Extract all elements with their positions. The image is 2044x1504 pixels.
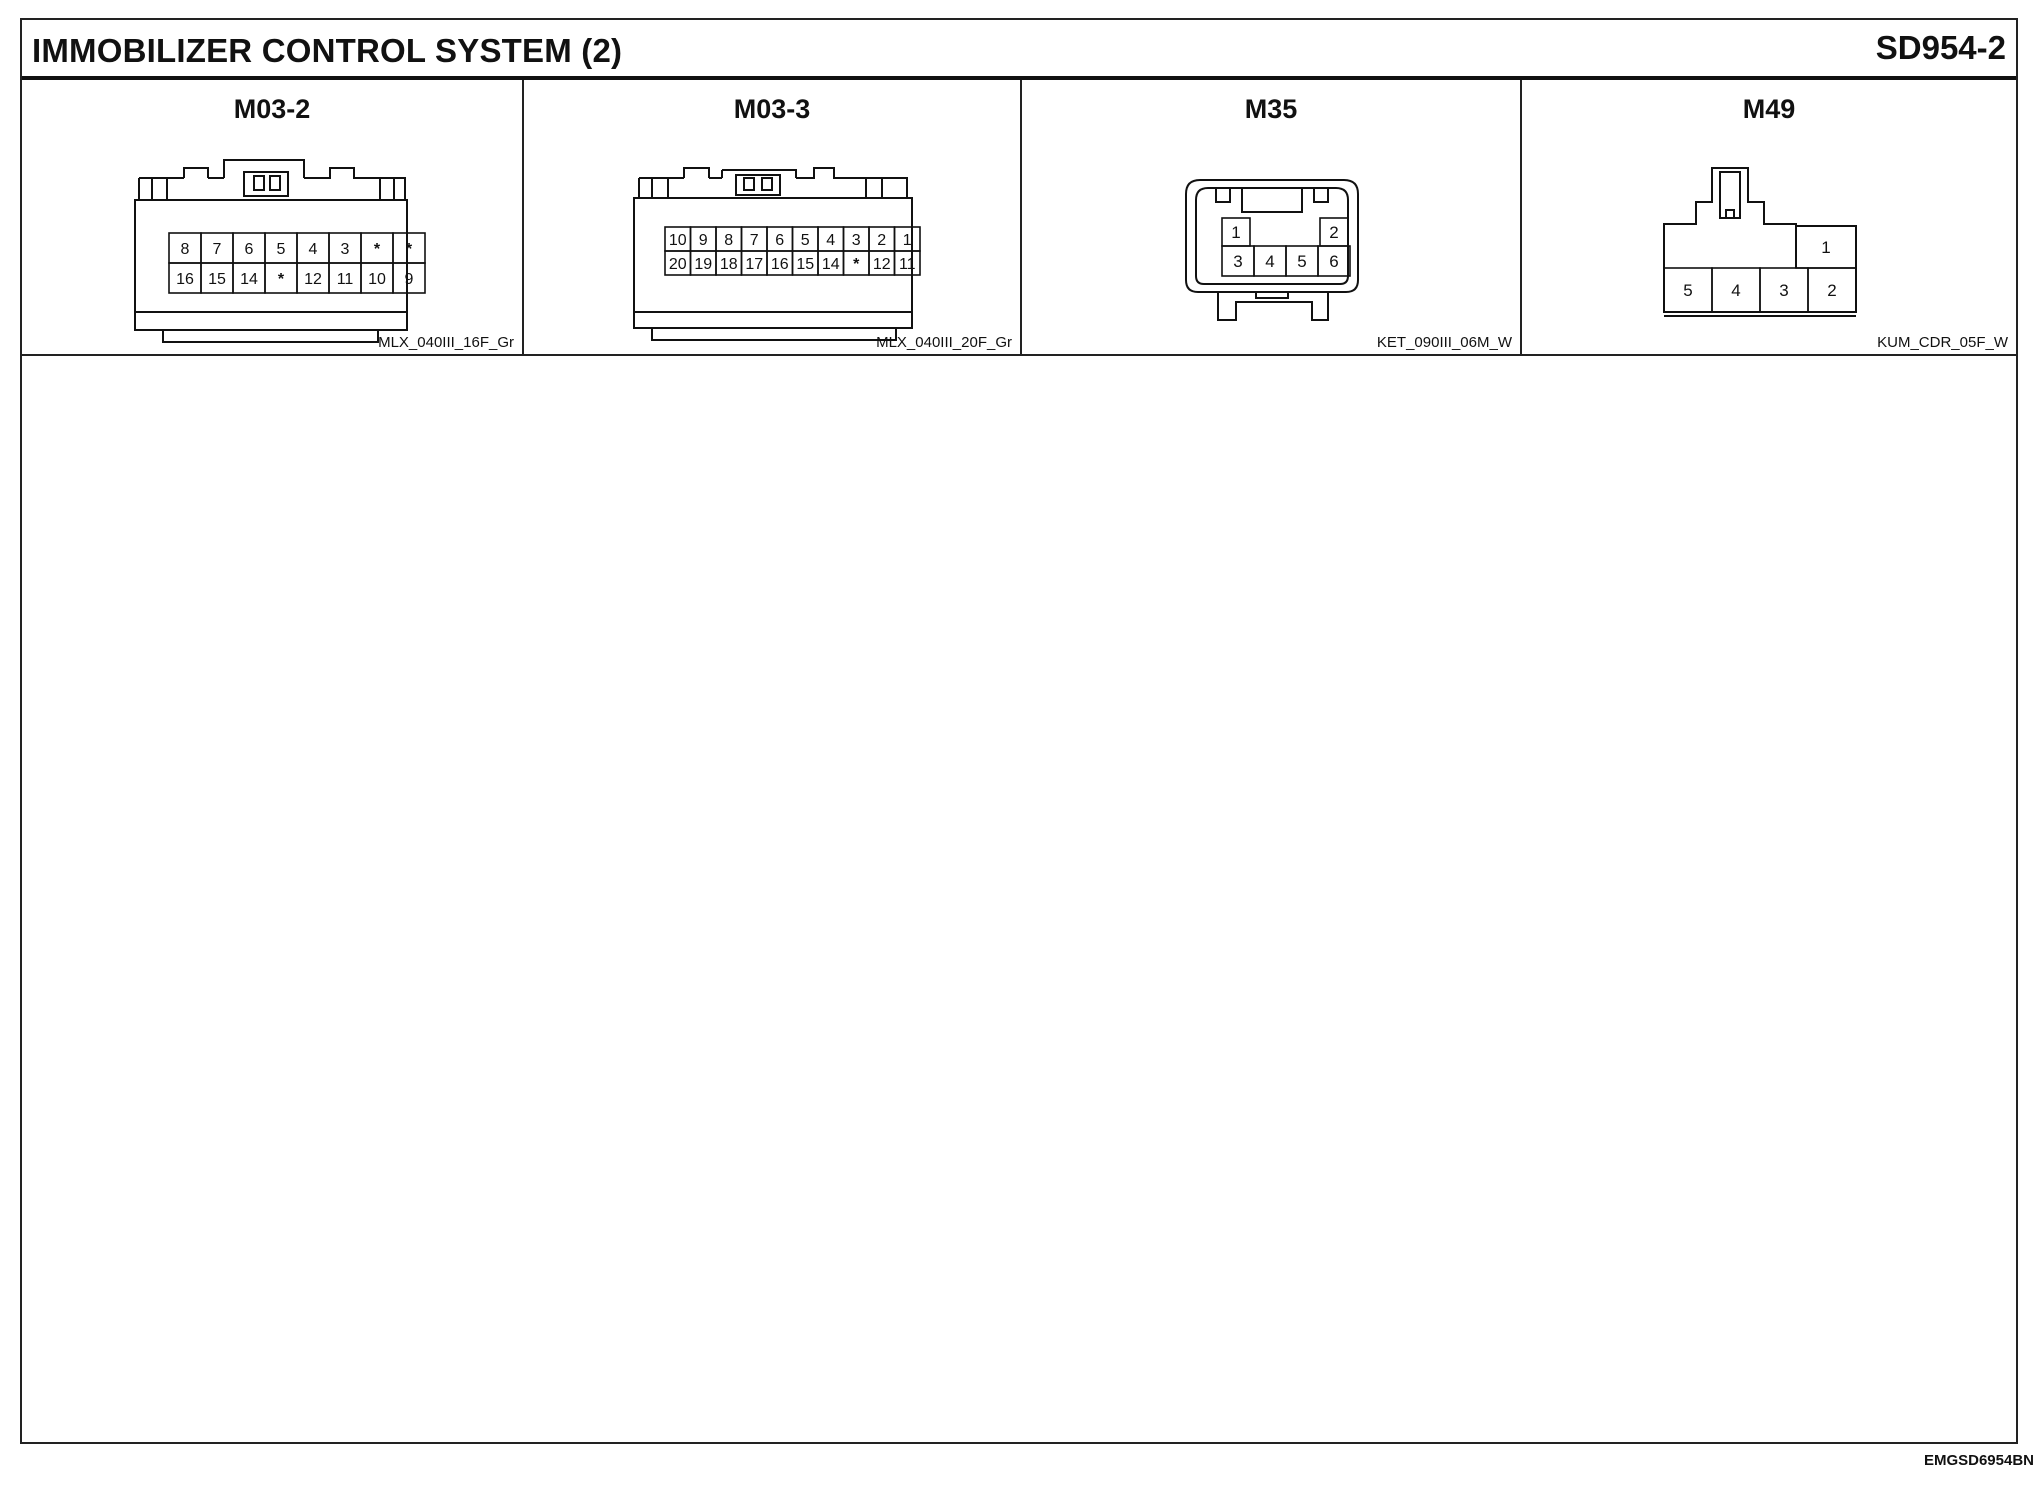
connector-type: MLX_040III_16F_Gr	[378, 334, 514, 351]
pin-label: 17	[745, 256, 763, 273]
pin-label: 5	[801, 232, 810, 249]
connector-drawing-m49: 1 5 4 3 2	[1663, 167, 1857, 317]
connector-panel-m03-2: M03-2 8 7 6 5 4 3 * * 16 15 14 * 12 11 10 9 MLX_040III_…	[22, 80, 522, 354]
pin-label: 5	[1683, 281, 1692, 300]
pin-label: 2	[1329, 223, 1338, 242]
pin-label: 6	[1329, 252, 1338, 271]
pin-label: 7	[213, 241, 222, 258]
pin-label: 8	[181, 241, 190, 258]
pin-label: 4	[1265, 252, 1274, 271]
pin-label: 16	[771, 256, 789, 273]
title-bar: IMMOBILIZER CONTROL SYSTEM (2) SD954-2	[22, 20, 2016, 80]
connector-id: M49	[1742, 94, 1796, 124]
pin-label: 12	[873, 256, 891, 273]
pin-label: 6	[775, 232, 784, 249]
pin-label: 3	[1233, 252, 1242, 271]
pin-cell	[893, 250, 921, 276]
page-title: IMMOBILIZER CONTROL SYSTEM (2)	[32, 32, 623, 69]
pin-label: 1	[903, 232, 912, 249]
pin-label: 8	[724, 232, 733, 249]
pin-label: 11	[337, 271, 354, 288]
connector-drawing-m35: 1 2 3 4 5 6	[1185, 179, 1359, 321]
pin-label: 10	[368, 271, 386, 288]
pin-cell	[1317, 245, 1351, 277]
pin-label: 1	[1821, 238, 1830, 257]
pin-label: *	[374, 241, 381, 258]
pin-label: 4	[1731, 281, 1740, 300]
pin-label: 9	[699, 232, 708, 249]
pin-label: 4	[826, 232, 835, 249]
pin-cell	[1807, 267, 1857, 313]
pin-label: 10	[669, 232, 687, 249]
pin-label: 2	[1827, 281, 1836, 300]
connector-drawing-m03-2: 8 7 6 5 4 3 * * 16 15 14 * 12 11 10 9	[134, 159, 426, 343]
pin-label: 1	[1231, 223, 1240, 242]
pin-label: 6	[245, 241, 254, 258]
pin-label: 4	[309, 241, 318, 258]
pin-label: 15	[208, 271, 226, 288]
pin-label: 16	[176, 271, 194, 288]
pin-label: *	[406, 241, 413, 258]
pin-label: 5	[1297, 252, 1306, 271]
pin-label: 19	[694, 256, 712, 273]
pin-label: *	[853, 256, 860, 273]
pin-grid-m49: 1 5 4 3 2	[1663, 225, 1857, 313]
pin-label: 11	[899, 256, 916, 273]
pin-cell	[392, 262, 426, 294]
pin-grid-m03-2: 8 7 6 5 4 3 * * 16 15 14 * 12 11 10 9	[168, 232, 426, 294]
page-code: SD954-2	[1875, 29, 2006, 66]
pin-label: 5	[277, 241, 286, 258]
pin-label: 3	[341, 241, 350, 258]
pin-grid-m35: 1 2 3 4 5 6	[1221, 217, 1351, 277]
pin-label: 18	[720, 256, 738, 273]
pin-label: 3	[852, 232, 861, 249]
pin-label: 9	[405, 271, 414, 288]
diagram-sheet: IMMOBILIZER CONTROL SYSTEM (2) SD954-2 M…	[20, 18, 2018, 1444]
connector-type: KET_090III_06M_W	[1376, 334, 1512, 351]
pin-label: 3	[1779, 281, 1788, 300]
connector-panel-m49: M49 1 5 4 3 2 KUM_CDR_05F_W	[1520, 80, 2016, 354]
pin-label: 7	[750, 232, 759, 249]
connector-id: M35	[1244, 94, 1298, 124]
pin-label: 15	[796, 256, 814, 273]
connector-type: KUM_CDR_05F_W	[1877, 334, 2008, 351]
connector-panel-m35: M35 1 2 3 4 5 6 KET_090III_06M_W	[1020, 80, 1520, 354]
connector-id: M03-2	[233, 94, 311, 124]
connector-id: M03-3	[733, 94, 811, 124]
pin-label: 12	[304, 271, 322, 288]
pin-label: 2	[877, 232, 886, 249]
blank-area	[22, 356, 2016, 1442]
pin-label: *	[278, 271, 285, 288]
pin-label: 20	[669, 256, 687, 273]
pin-label: 14	[240, 271, 258, 288]
footer-code: EMGSD6954BN	[1923, 1452, 2034, 1469]
connector-type: MLX_040III_20F_Gr	[876, 334, 1012, 351]
pin-label: 14	[822, 256, 840, 273]
